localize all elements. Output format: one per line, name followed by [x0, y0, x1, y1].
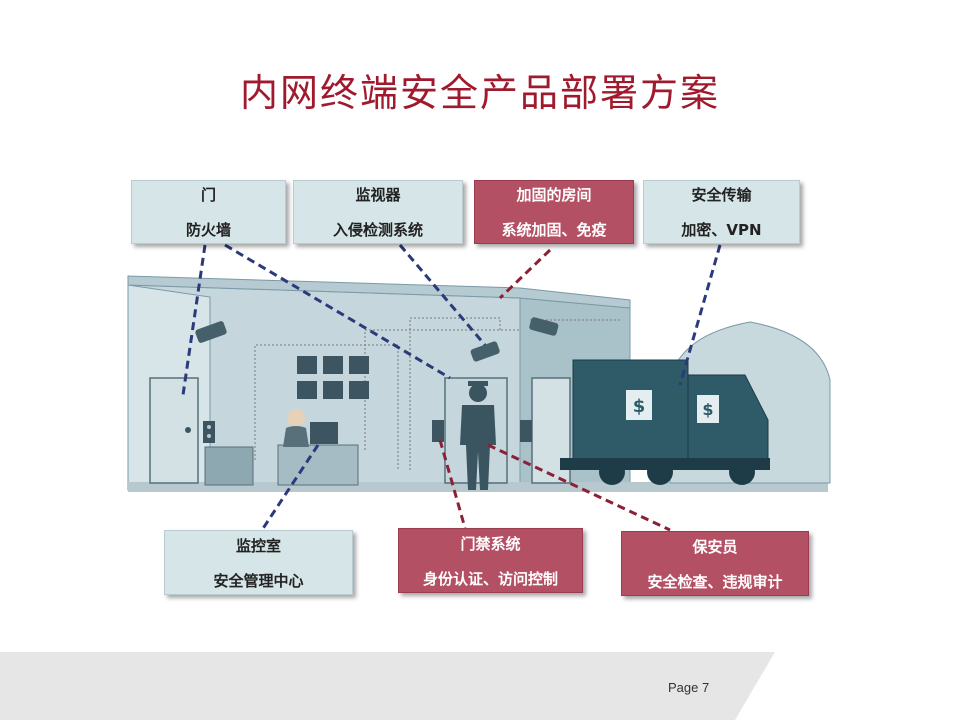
footer-accent — [735, 652, 960, 720]
page-number: Page 7 — [668, 680, 710, 695]
floor — [128, 482, 828, 492]
label-secure-transport: 安全传输 加密、VPN — [643, 180, 800, 244]
label-control-room: 监控室 安全管理中心 — [164, 530, 353, 595]
label-guard: 保安员 安全检查、违规审计 — [621, 531, 809, 596]
page-title: 内网终端安全产品部署方案 — [239, 71, 720, 115]
label-monitor: 监视器 入侵检测系统 — [293, 180, 463, 244]
label-door: 门 防火墙 — [131, 180, 286, 244]
truck-icon: $ $ — [560, 359, 770, 485]
keypad-icon — [203, 421, 215, 443]
monitor-grid-icon — [297, 356, 369, 399]
label-hardened-room: 加固的房间 系统加固、免疫 — [474, 180, 634, 244]
camera-icon — [195, 317, 559, 362]
connector-lines — [181, 243, 722, 532]
wiring — [254, 317, 620, 470]
truck-sign-right: $ — [702, 400, 713, 419]
access-keypad-icon — [432, 420, 444, 442]
label-access-control: 门禁系统 身份认证、访问控制 — [398, 528, 583, 593]
building-roof-rim — [127, 275, 631, 309]
guard-icon — [460, 381, 496, 490]
operator-icon — [204, 409, 359, 486]
truck-sign-left: $ — [633, 396, 646, 417]
